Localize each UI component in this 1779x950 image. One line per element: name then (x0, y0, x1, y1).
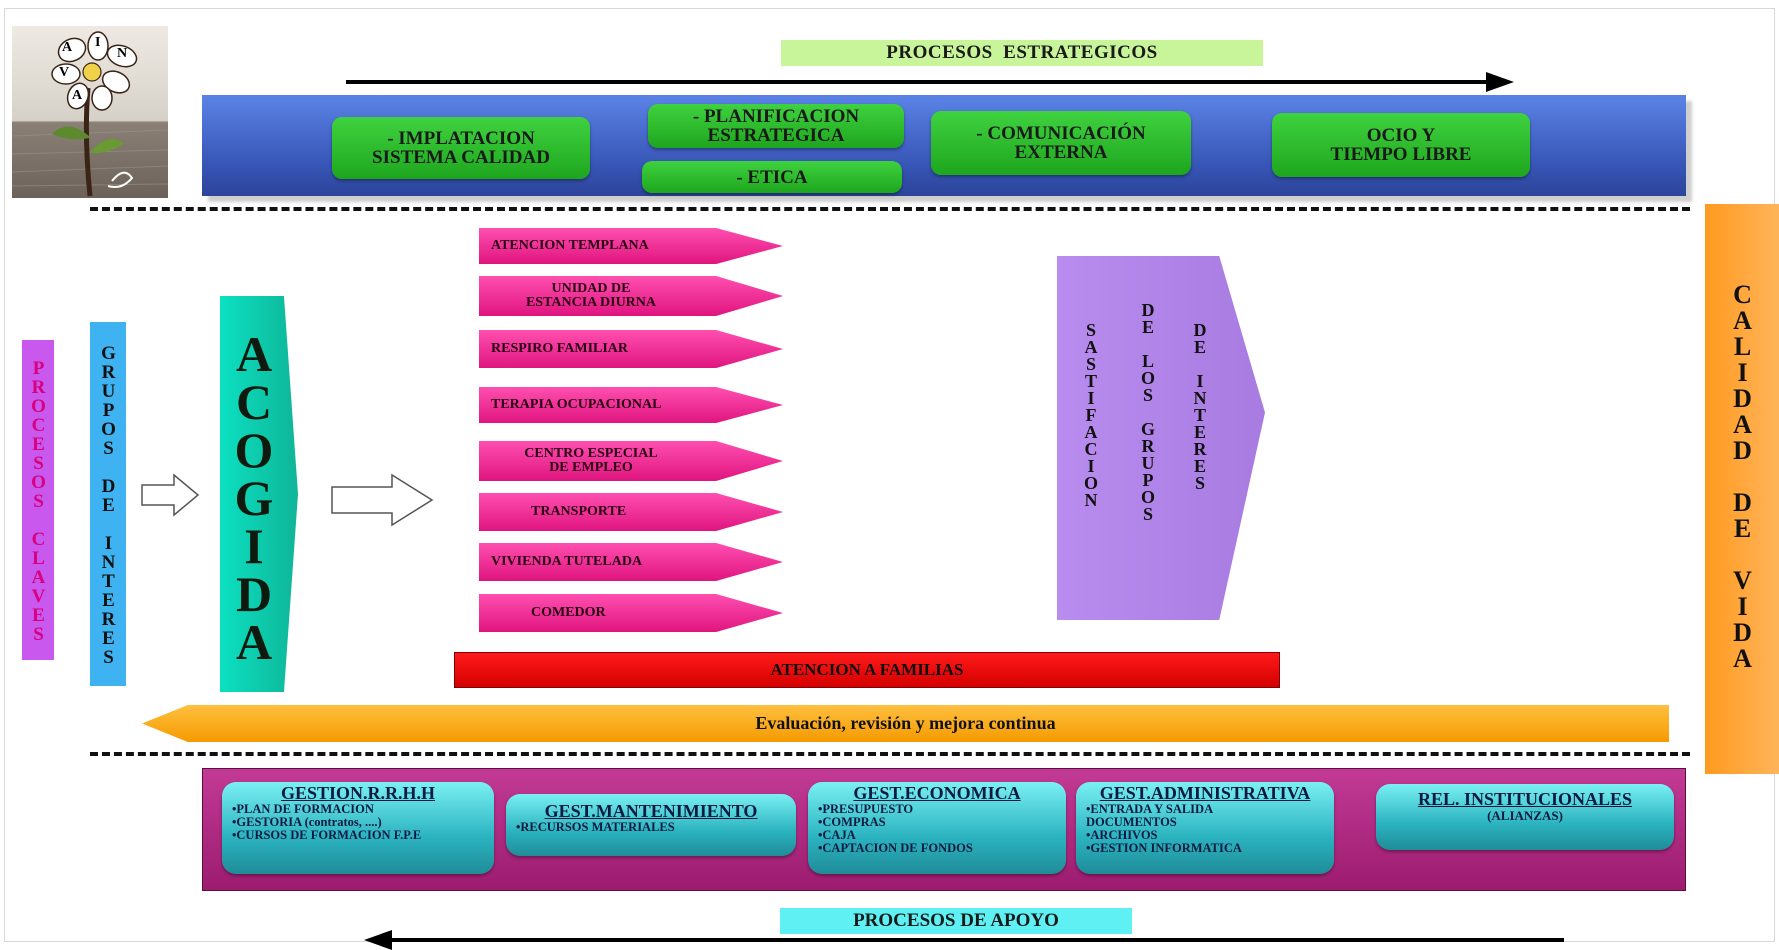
service-label: TRANSPORTE (531, 504, 627, 519)
list-item: ARCHIVOS (1086, 829, 1294, 842)
support-box-rrhh-list: PLAN DE FORMACION GESTORIA (contratos, .… (222, 803, 494, 842)
support-box-rrhh-header: GESTION.R.R.H.H (280, 783, 436, 803)
aiva-logo: A I N V A (12, 26, 168, 198)
list-item: RECURSOS MATERIALES (516, 821, 796, 834)
list-item: CURSOS DE FORMACION F.P.E (232, 829, 494, 842)
logo-letter-i: I (95, 35, 101, 50)
strategic-box-planificacion: - PLANIFICACION ESTRATEGICA (648, 104, 904, 148)
support-box-institucionales-sub: (ALIANZAS) (1487, 808, 1563, 823)
support-box-economica-header: GEST.ECONOMICA (853, 783, 1021, 803)
list-item: CAPTACION DE FONDOS (818, 842, 1066, 855)
satisfaction-label-1: SASTIFACION (1081, 320, 1101, 507)
support-box-administrativa-header: GEST.ADMINISTRATIVA (1099, 783, 1311, 803)
satisfaction-col-3: DE INTERES (1185, 320, 1215, 550)
strategic-box-etica-label: - ETICA (736, 166, 808, 188)
service-label: TERAPIA OCUPACIONAL (491, 397, 662, 412)
service-centro-especial: CENTRO ESPECIAL DE EMPLEO (479, 441, 783, 481)
strategic-title: PROCESOS ESTRATEGICOS (781, 40, 1263, 66)
list-item: PLAN DE FORMACION (232, 803, 494, 816)
arrow-to-services (331, 473, 434, 527)
service-label: VIVIENDA TUTELADA (491, 554, 643, 569)
acogida-text-wrap: ACOGIDA (222, 300, 286, 688)
strategic-box-calidad-label: - IMPLATACION SISTEMA CALIDAD (372, 128, 550, 168)
strategic-box-etica: - ETICA (642, 161, 902, 193)
calidad-de-vida-bar (1705, 204, 1779, 774)
logo-letter-n: N (117, 46, 128, 61)
support-box-administrativa-list: ENTRADA Y SALIDA DOCUMENTOS ARCHIVOS GES… (1076, 803, 1334, 855)
procesos-claves-label: PROCESOS CLAVES (28, 357, 49, 643)
arrow-to-acogida (141, 473, 200, 517)
satisfaction-label-2: DE LOS GRUPOS (1138, 300, 1158, 521)
list-item: GESTION INFORMATICA (1086, 842, 1294, 855)
acogida-block (220, 296, 298, 692)
support-box-mantenimiento-header: GEST.MANTENIMIENTO (544, 801, 758, 821)
service-unidad-estancia: UNIDAD DE ESTANCIA DIURNA (479, 276, 783, 316)
logo-letter-a2: A (72, 88, 83, 103)
service-atencion-templana: ATENCION TEMPLANA (479, 228, 783, 264)
support-box-rrhh: GESTION.R.R.H.H PLAN DE FORMACION GESTOR… (222, 782, 494, 874)
support-title: PROCESOS DE APOYO (780, 908, 1132, 934)
support-box-mantenimiento-list: RECURSOS MATERIALES (506, 821, 796, 834)
service-label: ATENCION TEMPLANA (491, 238, 649, 253)
satisfaction-col-1: SASTIFACION (1076, 320, 1106, 550)
list-item: ENTRADA Y SALIDA DOCUMENTOS (1086, 803, 1294, 829)
satisfaction-col-2: DE LOS GRUPOS (1133, 300, 1163, 580)
satisfaction-label-3: DE INTERES (1190, 320, 1210, 490)
top-dashed-divider (90, 207, 1690, 211)
satisfaction-block (1057, 256, 1265, 620)
support-box-institucionales-header: REL. INSTITUCIONALES (1417, 789, 1633, 809)
service-label: COMEDOR (531, 605, 606, 620)
evaluacion-arrow: Evaluación, revisión y mejora continua (142, 705, 1669, 742)
atencion-familias-label: ATENCION A FAMILIAS (770, 660, 964, 679)
service-label: CENTRO ESPECIAL DE EMPLEO (524, 446, 658, 475)
strategic-arrow (346, 72, 1514, 92)
support-box-institucionales: REL. INSTITUCIONALES (ALIANZAS) (1376, 784, 1674, 850)
grupos-interes-label: GRUPOS DE INTERES (98, 342, 119, 666)
logo-letter-a1: A (62, 40, 73, 55)
grupos-interes-strip: GRUPOS DE INTERES (90, 322, 126, 686)
list-item: CAJA (818, 829, 1066, 842)
procesos-claves-strip: PROCESOS CLAVES (22, 340, 54, 660)
service-respiro-familiar: RESPIRO FAMILIAR (479, 330, 783, 368)
strategic-box-calidad: - IMPLATACION SISTEMA CALIDAD (332, 117, 590, 179)
logo-letter-v: V (59, 65, 70, 80)
list-item: PRESUPUESTO (818, 803, 1066, 816)
support-box-mantenimiento: GEST.MANTENIMIENTO RECURSOS MATERIALES (506, 794, 796, 856)
support-box-economica-list: PRESUPUESTO COMPRAS CAJA CAPTACION DE FO… (808, 803, 1066, 855)
service-transporte: TRANSPORTE (479, 493, 783, 531)
list-item: COMPRAS (818, 816, 1066, 829)
service-comedor: COMEDOR (479, 594, 783, 632)
support-box-economica: GEST.ECONOMICA PRESUPUESTO COMPRAS CAJA … (808, 782, 1066, 874)
list-item: GESTORIA (contratos, ....) (232, 816, 494, 829)
evaluacion-label: Evaluación, revisión y mejora continua (755, 713, 1056, 733)
calidad-de-vida-text-wrap: CALIDAD DE VIDA (1705, 240, 1779, 710)
service-label: UNIDAD DE ESTANCIA DIURNA (525, 281, 657, 310)
bottom-dashed-divider (90, 752, 1690, 756)
strategic-box-planificacion-label: - PLANIFICACION ESTRATEGICA (692, 106, 860, 146)
strategic-box-ocio-label: OCIO Y TIEMPO LIBRE (1330, 125, 1472, 165)
strategic-box-ocio: OCIO Y TIEMPO LIBRE (1272, 113, 1530, 177)
calidad-de-vida-label: CALIDAD DE VIDA (1728, 280, 1757, 670)
support-box-administrativa: GEST.ADMINISTRATIVA ENTRADA Y SALIDA DOC… (1076, 782, 1334, 874)
acogida-label: ACOGIDA (226, 326, 282, 662)
strategic-box-comunicacion: - COMUNICACIÓN EXTERNA (931, 111, 1191, 175)
atencion-familias-bar: ATENCION A FAMILIAS (454, 652, 1280, 688)
support-arrow (364, 930, 1564, 950)
service-label: RESPIRO FAMILIAR (491, 341, 629, 356)
strategic-box-comunicacion-label: - COMUNICACIÓN EXTERNA (976, 123, 1146, 163)
service-vivienda-tutelada: VIVIENDA TUTELADA (479, 543, 783, 581)
service-terapia-ocupacional: TERAPIA OCUPACIONAL (479, 387, 783, 423)
